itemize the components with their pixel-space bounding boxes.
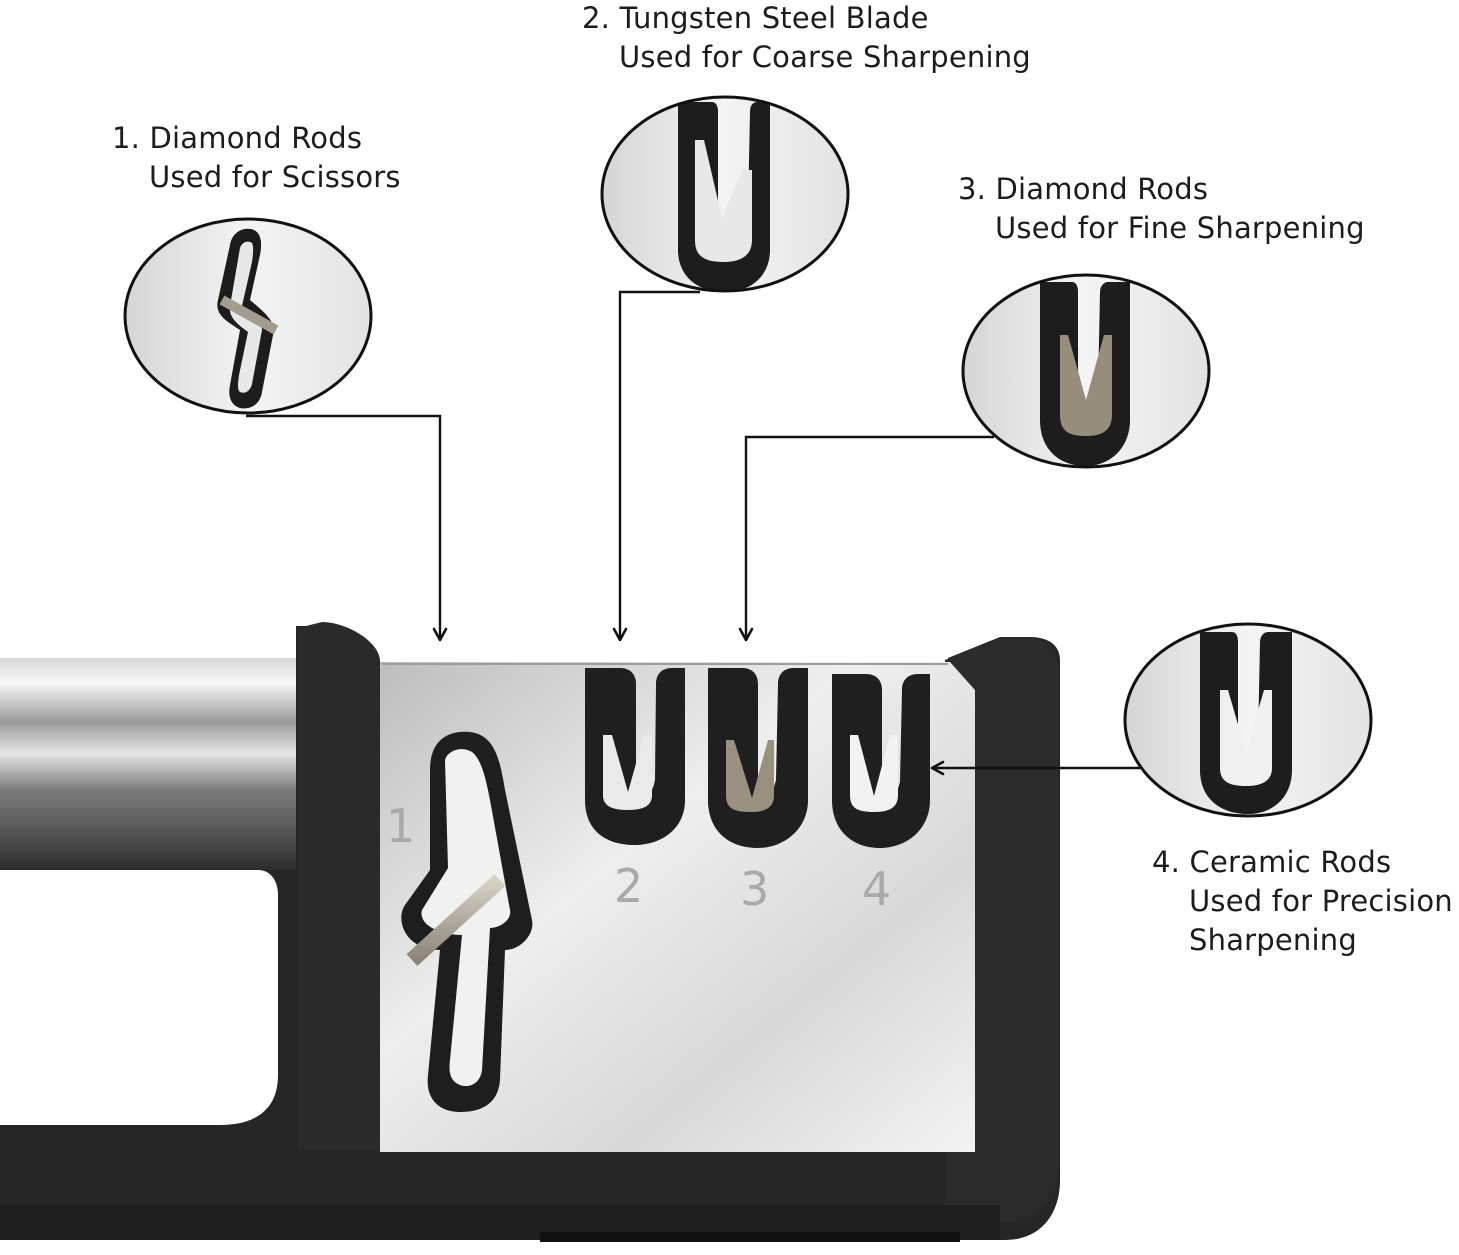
steel-plate (380, 662, 975, 1152)
leader-arrow-1 (246, 414, 448, 642)
base-foot (540, 1232, 960, 1242)
leader-arrow-3 (738, 435, 994, 642)
callout-1-heading: 1. Diamond Rods (112, 121, 363, 155)
callout-4-heading: 4. Ceramic Rods (1152, 845, 1392, 879)
callout-diamond-rods-fine: 3. Diamond Rods Used for Fine Sharpening (958, 170, 1365, 248)
inset-1-ring (123, 217, 373, 415)
inset-4-ring (1123, 622, 1373, 818)
callout-3-heading: 3. Diamond Rods (958, 172, 1209, 206)
callout-ceramic-rods: 4. Ceramic Rods Used for Precision Sharp… (1152, 843, 1453, 960)
slot-4 (832, 674, 930, 848)
callout-1-line: Used for Scissors (149, 160, 401, 194)
zoom-inset-1 (123, 217, 373, 415)
left-upright (298, 622, 380, 1150)
leader-arrow-2 (612, 290, 700, 642)
slot-number-2: 2 (614, 859, 643, 913)
scissors-rod (406, 874, 506, 966)
inset-3-ring (961, 273, 1211, 469)
slot-2 (585, 668, 685, 845)
callout-4-line-1: Used for Precision (1189, 884, 1453, 918)
sharpener-body: 1 2 3 4 (0, 622, 1060, 1242)
zoom-inset-2 (600, 95, 850, 293)
slot-3 (708, 668, 808, 848)
callout-2-heading: 2. Tungsten Steel Blade (582, 1, 929, 35)
callout-3-line: Used for Fine Sharpening (995, 211, 1365, 245)
slot-number-3: 3 (740, 862, 769, 916)
slot-number-4: 4 (862, 862, 891, 916)
zoom-inset-4 (1123, 622, 1373, 818)
steel-handle (0, 658, 310, 870)
slot-number-1: 1 (386, 799, 415, 853)
callout-2-line: Used for Coarse Sharpening (619, 40, 1031, 74)
callout-4-line-2: Sharpening (1189, 923, 1357, 957)
callout-tungsten-blade: 2. Tungsten Steel Blade Used for Coarse … (582, 0, 1031, 77)
inset-2-ring (600, 95, 850, 293)
zoom-inset-3 (961, 273, 1211, 469)
callout-diamond-rods-scissors: 1. Diamond Rods Used for Scissors (112, 119, 401, 197)
